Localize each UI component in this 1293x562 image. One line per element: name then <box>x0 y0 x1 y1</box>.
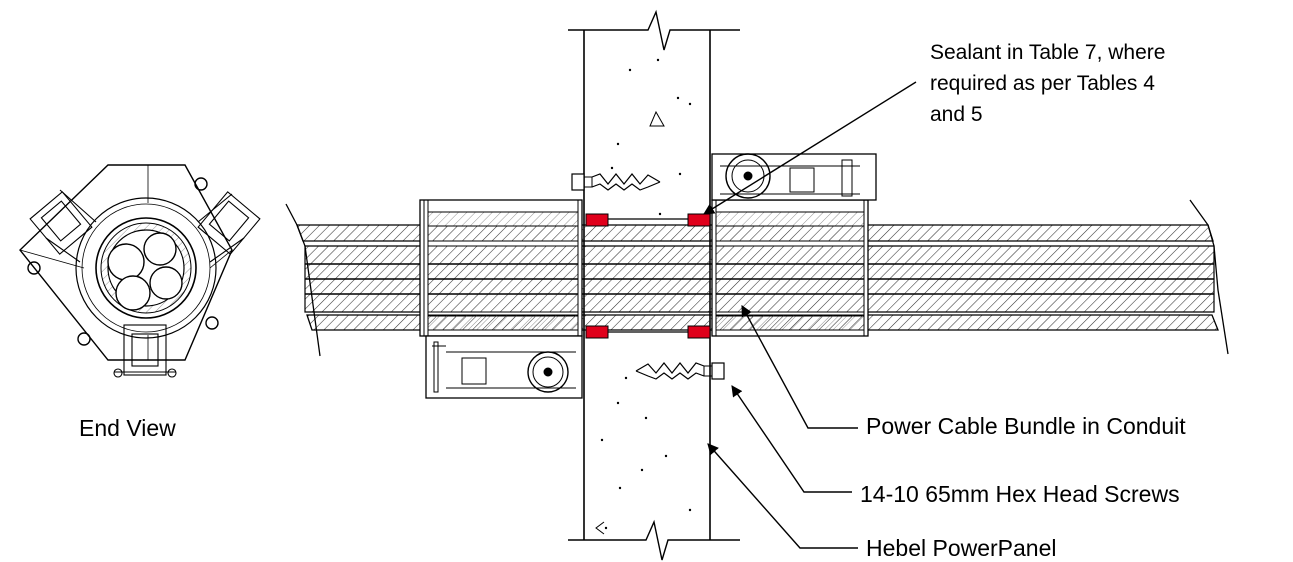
sealant-bottom-right <box>687 325 711 339</box>
fixing-hole-top-right <box>194 177 208 191</box>
end-view-caption: End View <box>79 415 176 441</box>
leader-screws <box>731 385 852 493</box>
leader-sealant <box>703 81 917 215</box>
fixing-hole-left <box>27 261 41 275</box>
collar-right <box>711 153 877 337</box>
collar-left <box>419 199 583 399</box>
callout-sealant: Sealant in Table 7, where required as pe… <box>930 37 1165 130</box>
clip-bottom <box>113 324 177 378</box>
panel-break-bottom <box>568 519 740 561</box>
callout-sealant-line-1: Sealant in Table 7, where <box>930 41 1166 64</box>
leader-lines <box>703 81 917 549</box>
end-view-drawing <box>19 164 261 378</box>
leader-conduit <box>741 305 858 429</box>
callout-screws: 14-10 65mm Hex Head Screws <box>860 481 1180 507</box>
cable-end-3 <box>149 266 183 300</box>
callout-conduit: Power Cable Bundle in Conduit <box>866 413 1186 439</box>
sealant-top-right <box>687 213 711 227</box>
clip-upper-left <box>29 189 97 263</box>
hex-head-screw-upper <box>571 173 661 191</box>
callout-panel: Hebel PowerPanel <box>866 535 1057 561</box>
cable-end-1 <box>107 243 145 281</box>
callout-sealant-line-2: required as per Tables 4 <box>930 72 1155 95</box>
hex-head-screw-lower <box>635 362 725 380</box>
leader-panel <box>707 443 858 549</box>
cable-end-2 <box>143 232 177 266</box>
clip-upper-right <box>197 191 261 263</box>
conduit-ring-end <box>95 217 197 319</box>
sealant-top-left <box>585 213 609 227</box>
callout-sealant-line-3: and 5 <box>930 103 983 126</box>
sealant-bottom-left <box>585 325 609 339</box>
collar-outer-ring <box>75 197 217 339</box>
panel-break-top <box>568 9 740 51</box>
cable-end-4 <box>115 275 151 311</box>
sealant-rings <box>585 213 711 339</box>
